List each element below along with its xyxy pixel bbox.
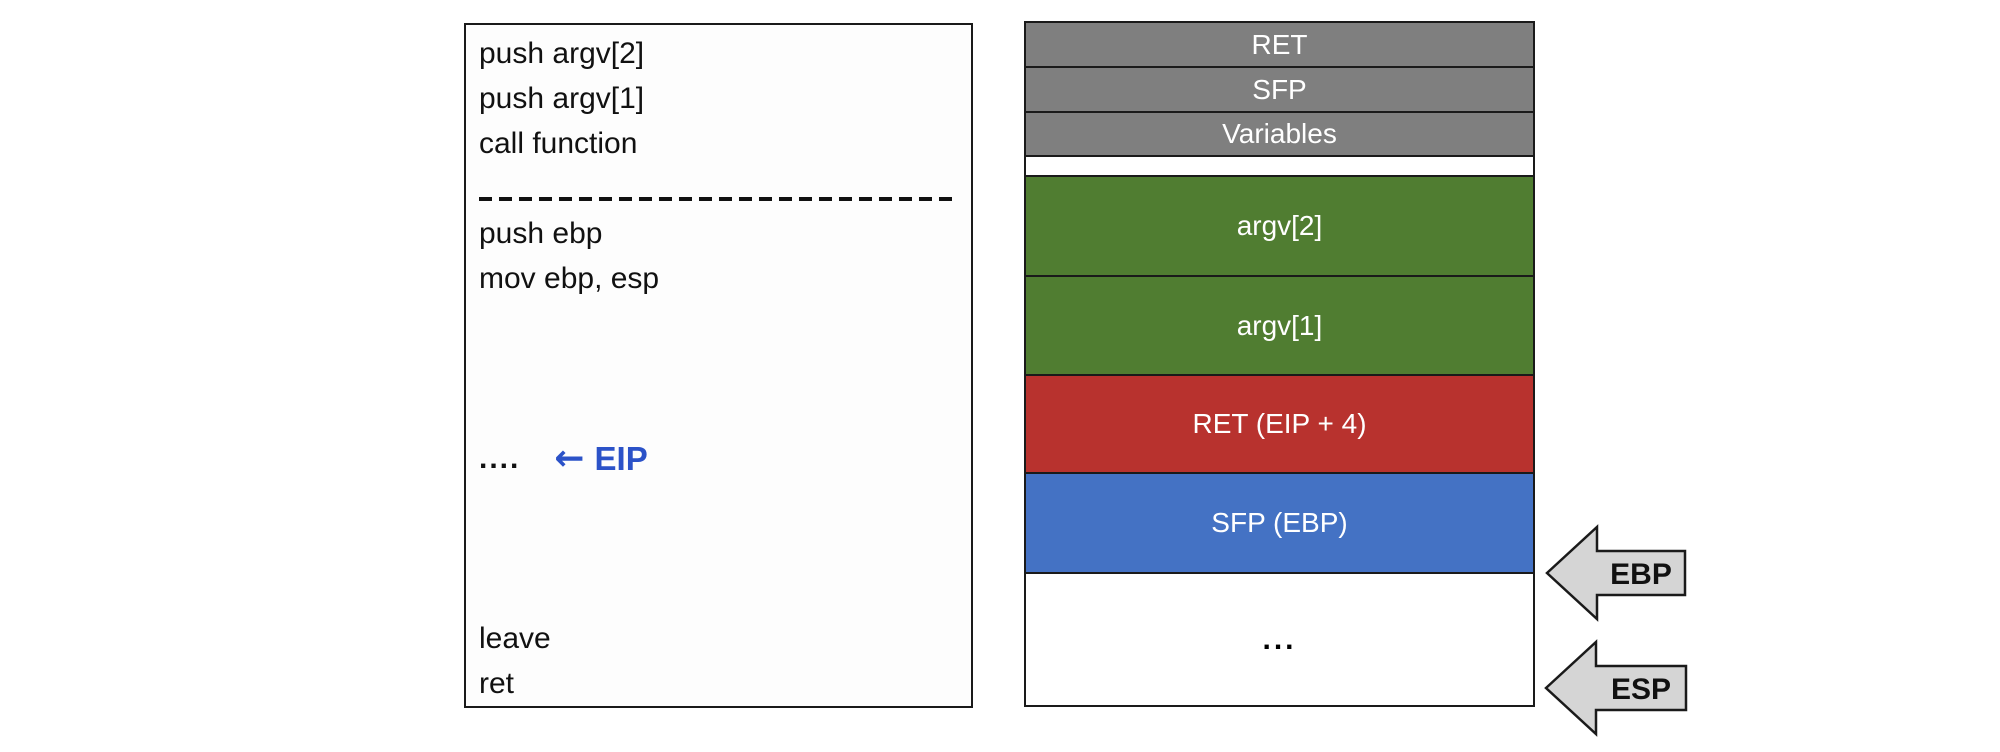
- code-line-leave: leave: [479, 622, 551, 655]
- code-line-call-function: call function: [479, 127, 638, 160]
- register-pointer-arrows: EBP ESP: [1544, 524, 1688, 737]
- code-blank-line: [479, 346, 971, 391]
- ellipsis-dots: ....: [479, 442, 521, 475]
- eip-register-label: EIP: [594, 440, 648, 477]
- stack-block-argv1: argv[1]: [1026, 277, 1533, 376]
- code-panel: push argv[2] push argv[1] call function …: [464, 23, 973, 708]
- stack-block-argv2: argv[2]: [1026, 175, 1533, 277]
- code-line-push-argv1: push argv[1]: [479, 82, 645, 115]
- dashed-divider: [479, 196, 952, 201]
- code-line-mov-ebp-esp: mov ebp, esp: [479, 262, 660, 295]
- ebp-arrow-icon: [1545, 524, 1687, 622]
- code-blank-line: [479, 526, 971, 571]
- esp-pointer-label: ESP: [1611, 673, 1671, 706]
- stack-block-ret-eip: RET (EIP + 4): [1026, 376, 1533, 474]
- esp-arrow-icon: [1544, 639, 1688, 737]
- stack-block-sfp-caller: SFP: [1026, 68, 1533, 113]
- stack-block-variables: Variables: [1026, 113, 1533, 157]
- code-line-push-ebp: push ebp: [479, 217, 603, 250]
- left-arrow-icon: ←: [554, 438, 585, 479]
- stack-block-ret-caller: RET: [1026, 23, 1533, 68]
- stack-block-spacer: [1026, 157, 1533, 175]
- code-line-push-argv2: push argv[2]: [479, 37, 645, 70]
- code-blank-line: [479, 481, 971, 526]
- code-blank-line: [479, 301, 971, 346]
- stack-panel: RET SFP Variables argv[2] argv[1] RET (E…: [1024, 21, 1535, 707]
- stack-block-sfp-ebp: SFP (EBP): [1026, 474, 1533, 574]
- code-divider-line: [479, 166, 971, 211]
- code-blank-line: [479, 391, 971, 436]
- stack-block-ellipsis: ...: [1026, 574, 1533, 705]
- code-blank-line: [479, 571, 971, 616]
- ebp-pointer-label: EBP: [1610, 558, 1672, 591]
- eip-marker-line: .... ← EIP: [479, 436, 971, 481]
- code-line-ret: ret: [479, 667, 515, 700]
